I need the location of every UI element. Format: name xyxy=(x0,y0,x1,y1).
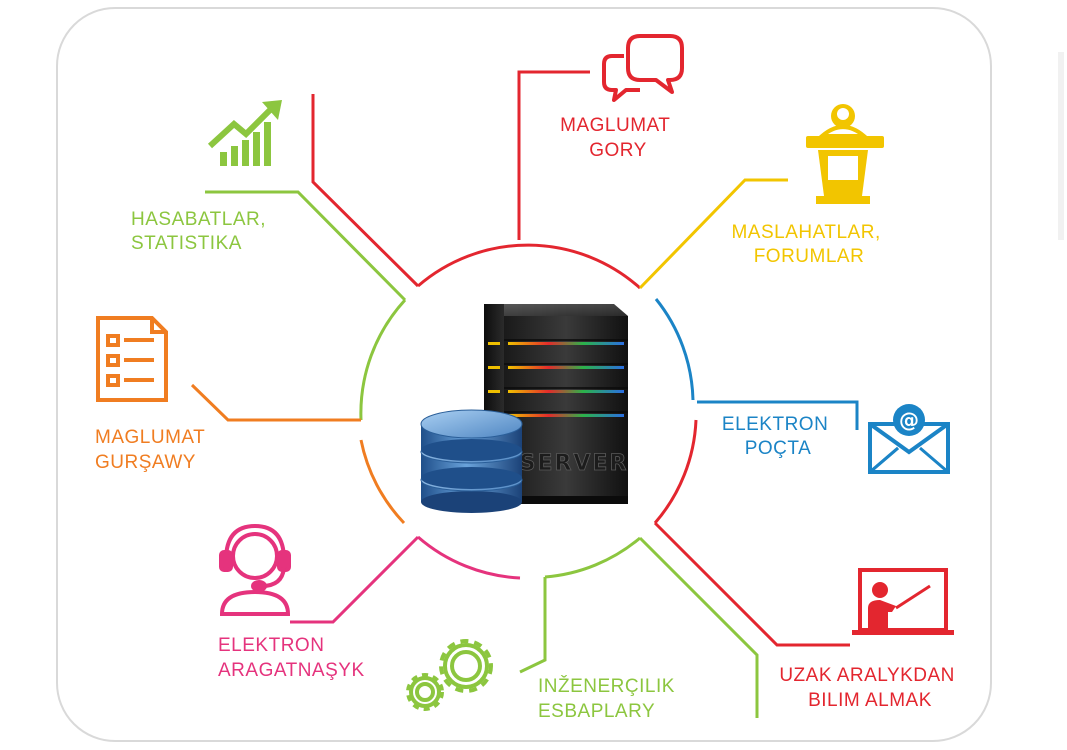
label-uzak-aralykdan: UZAK ARALYKDAN BILIM ALMAK xyxy=(779,665,960,711)
growth-chart-icon xyxy=(207,100,282,166)
svg-text:@: @ xyxy=(899,408,919,432)
arc-green-bottom xyxy=(544,536,641,579)
arc-red-right xyxy=(653,419,698,524)
arc-red-top xyxy=(417,243,642,290)
connector-inzenercilik xyxy=(519,577,547,674)
connector-hasabatlar xyxy=(205,190,407,302)
teacher-board-icon xyxy=(852,568,954,635)
faint-edge-strip xyxy=(1058,52,1064,240)
label-elektron-aragatnasyk: ELEKTRON ARAGATNAŞYK xyxy=(218,635,365,681)
label-inzenercilik: INŽENERÇILIK ESBAPLARY xyxy=(538,675,681,722)
arc-blue-right xyxy=(654,298,695,401)
arc-pink-bottom xyxy=(417,535,521,580)
server-label: SERVER xyxy=(520,451,629,476)
database-icon xyxy=(420,409,523,513)
connector-elektron-aragatnasyk xyxy=(290,535,420,624)
email-icon: @ xyxy=(868,404,950,474)
chat-bubbles-icon xyxy=(602,34,684,102)
arc-orange-left xyxy=(359,439,406,525)
label-maglumat-gursawy: MAGLUMAT GURŞAWY xyxy=(95,427,211,473)
connector-red-left xyxy=(311,94,420,288)
label-hasabatlar: HASABATLAR, STATISTIKA xyxy=(131,209,272,254)
document-list-icon xyxy=(96,316,168,402)
hub-ring xyxy=(359,243,698,580)
podium-icon xyxy=(806,104,884,204)
node-labels: MAGLUMAT GORY HASABATLAR, STATISTIKA MAS… xyxy=(95,115,960,722)
connector-maslahatlar xyxy=(638,178,788,290)
connector-uzak-aralykdan xyxy=(653,521,850,647)
label-elektron-pocta: ELEKTRON POÇTA xyxy=(722,414,834,459)
connectors xyxy=(190,70,859,718)
headset-operator-icon xyxy=(219,523,291,616)
connector-green-bottom-right xyxy=(638,536,759,718)
connector-elektron-pocta xyxy=(697,400,859,430)
label-maglumat-gory: MAGLUMAT GORY xyxy=(560,115,676,161)
connector-maglumat-gory xyxy=(517,70,590,240)
arc-green-left xyxy=(359,298,407,421)
connector-maglumat-gursawy xyxy=(190,383,361,422)
gears-icon xyxy=(406,639,493,711)
label-maslahatlar: MASLAHATLAR, FORUMLAR xyxy=(731,222,886,267)
